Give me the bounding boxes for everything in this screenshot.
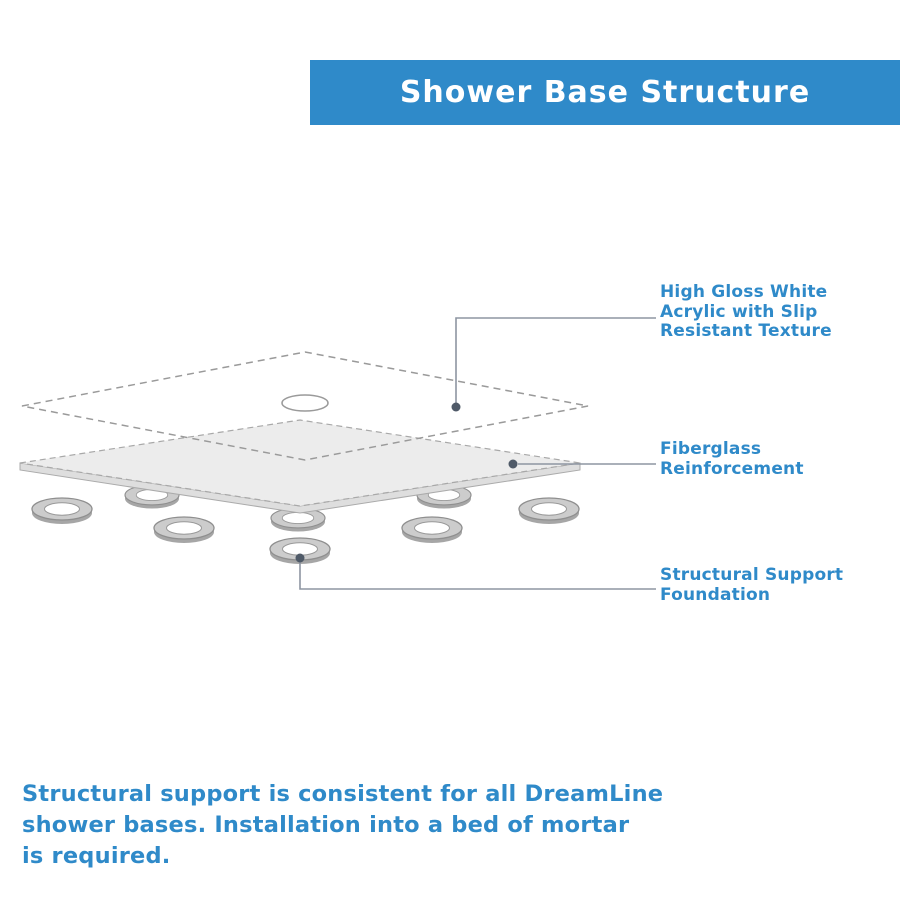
fiberglass-label-line: Reinforcement: [660, 458, 804, 479]
acrylic-layer: [21, 351, 589, 461]
fiberglass-layer-top: [19, 419, 581, 507]
drain-hole: [281, 394, 329, 412]
acrylic-label-line: High Gloss White: [660, 282, 828, 302]
support-foot-ring: [518, 497, 580, 524]
acrylic-label-line: Acrylic with Slip: [660, 301, 818, 322]
footer-note: Structural support is consistent for all…: [22, 779, 663, 872]
footer-line: shower bases. Installation into a bed of…: [22, 812, 630, 838]
support-label-line: Foundation: [660, 584, 771, 605]
callout-lines: [295, 317, 656, 590]
support-foot-ring: [270, 507, 326, 532]
acrylic-label-line: Resistant Texture: [660, 321, 832, 341]
fiberglass-label: Fiberglass Reinforcement: [660, 439, 804, 479]
acrylic-callout-dot: [451, 402, 461, 412]
support-foot-ring: [153, 516, 215, 543]
support-foot-ring: [401, 516, 463, 543]
fiberglass-layer: [19, 419, 581, 514]
support-foot-ring: [31, 497, 93, 524]
support-feet: [31, 484, 580, 564]
acrylic-layer-outline: [21, 351, 589, 461]
footer-line: Structural support is consistent for all…: [22, 781, 664, 807]
title-banner: Shower Base Structure: [310, 60, 900, 125]
support-label-line: Structural Support: [660, 565, 844, 585]
acrylic-callout-line: [455, 317, 656, 403]
support-foot-ring: [269, 537, 331, 564]
support-callout-line: [299, 561, 656, 590]
page-title: Shower Base Structure: [399, 75, 811, 110]
fiberglass-label-line: Fiberglass: [660, 439, 762, 459]
acrylic-label: High Gloss White Acrylic with Slip Resis…: [660, 282, 832, 342]
fiberglass-callout-dot: [508, 459, 518, 469]
footer-line: is required.: [22, 843, 171, 869]
support-callout-dot: [295, 553, 305, 563]
support-label: Structural Support Foundation: [660, 565, 844, 605]
